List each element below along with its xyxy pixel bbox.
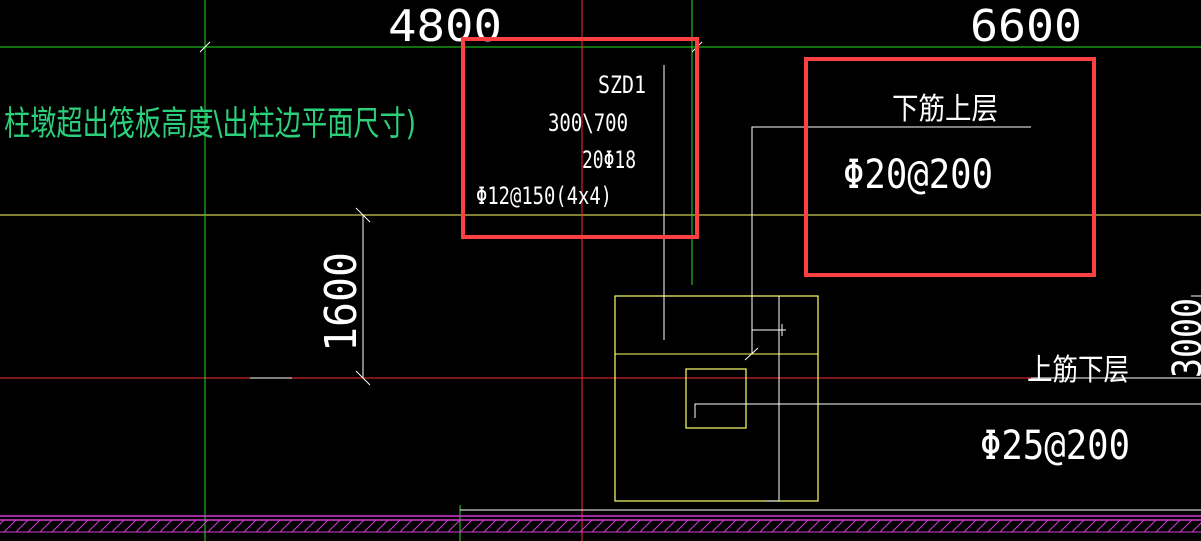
rebar-lower-upper[interactable]: 下筋上层 Φ20@200: [843, 92, 998, 198]
dimension-1600: 1600: [316, 207, 371, 386]
rebar-upper-lower-label: 上筋下层: [1027, 353, 1129, 388]
leader-lines: [250, 65, 1201, 418]
dimension-text-6600: 6600: [970, 1, 1082, 52]
rebar-upper-lower-value: Φ25@200: [980, 423, 1130, 469]
rebar-lower-upper-value: Φ20@200: [843, 152, 993, 198]
callout-id: SZD1: [598, 71, 646, 99]
column-callout[interactable]: SZD1 300\700 20Φ18 Φ12@150(4x4): [476, 71, 646, 210]
column-pier[interactable]: [614, 295, 819, 502]
callout-stirrup: Φ12@150(4x4): [476, 182, 612, 210]
rebar-upper-lower[interactable]: 上筋下层 Φ25@200: [980, 353, 1130, 469]
rebar-lower-upper-label: 下筋上层: [892, 92, 998, 127]
callout-main-rebar: 20Φ18: [582, 146, 636, 174]
slab-edge-hatch: [0, 509, 1201, 533]
callout-size: 300\700: [548, 109, 628, 137]
dimension-text-4800: 4800: [388, 1, 502, 52]
highlight-box-rebar: [804, 57, 1096, 277]
column-section[interactable]: [685, 368, 747, 429]
highlight-box-callout: [461, 37, 699, 239]
annotation-green-text: 柱墩超出筏板高度\出柱边平面尺寸): [4, 104, 416, 144]
dimension-text-3000: 3000: [1165, 298, 1201, 378]
dimension-text-1600: 1600: [316, 252, 367, 352]
